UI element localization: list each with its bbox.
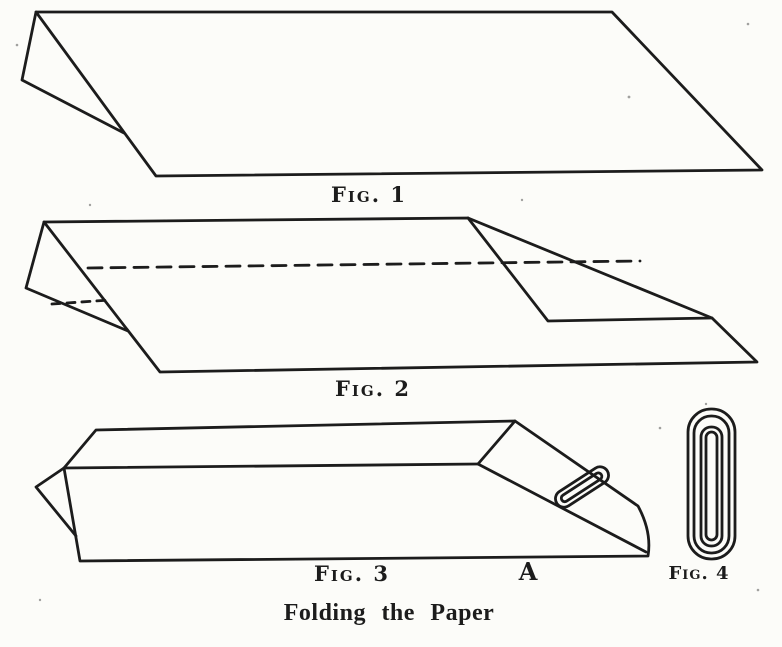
fig2-folded-corner <box>466 216 714 323</box>
fig3-body-outline <box>62 419 651 563</box>
fig1-drawing <box>20 10 764 178</box>
fig2-fold-line-dashed-short <box>50 298 112 306</box>
scan-noise-specks <box>15 22 760 602</box>
fig4-paperclip-large-icon <box>686 407 737 561</box>
fig2-fold-line-dashed <box>86 259 642 270</box>
paperclip-wire-loop-2 <box>692 414 731 555</box>
fig2-label: Fig. 2 <box>335 376 411 401</box>
fig3-paperclip-small-icon <box>554 465 610 509</box>
fig3-point-a-label: A <box>518 557 538 586</box>
fig1-left-corner-flap <box>20 10 126 135</box>
fig3-front-top-edge <box>62 462 480 470</box>
fig1-sheet-outline <box>34 10 764 178</box>
paperclip-wire-loop-3 <box>699 425 724 548</box>
fig1-label: Fig. 1 <box>331 182 407 207</box>
fig2-left-corner-flap <box>24 220 130 333</box>
paperclip-outer-wire <box>554 465 610 509</box>
fig3-corner-fold-edge <box>476 419 517 466</box>
page-caption: Folding the Paper <box>283 600 495 626</box>
fig4-label: Fig. 4 <box>668 563 730 584</box>
fig3-label: Fig. 3 <box>314 561 390 586</box>
paperclip-inner-wire <box>559 471 604 504</box>
paperclip-wire-loop-4 <box>704 430 719 542</box>
fig3-left-corner-flap <box>34 466 78 538</box>
paperclip-wire-loop-1 <box>686 407 737 561</box>
fig2-drawing <box>24 216 759 374</box>
fig2-sheet-outline <box>42 216 759 374</box>
fig3-drawing <box>34 419 651 563</box>
